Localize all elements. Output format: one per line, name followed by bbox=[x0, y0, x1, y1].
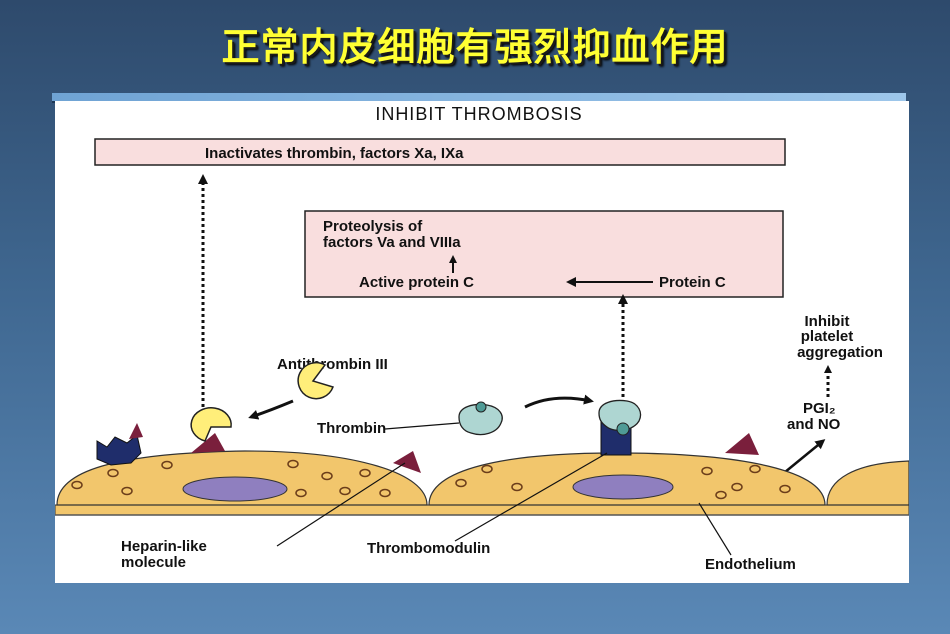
nucleus-left bbox=[182, 476, 288, 502]
thrombin-pointer bbox=[384, 422, 460, 430]
cell-granules bbox=[71, 459, 791, 500]
protein-c-box bbox=[304, 210, 784, 298]
arrow-thrombin-binding bbox=[524, 394, 594, 409]
proteolysis-line1: Proteolysis of bbox=[323, 218, 423, 235]
arrow-antithrombin-binding bbox=[248, 399, 294, 420]
thrombomodulin-label: Thrombomodulin bbox=[367, 540, 490, 557]
heparin-like-molecule-shape bbox=[96, 434, 142, 466]
inactivates-text: Inactivates thrombin, factors Xa, IXa bbox=[205, 145, 464, 162]
pgi2-label: PGI₂ bbox=[803, 400, 836, 417]
thrombin-label: Thrombin bbox=[317, 420, 386, 437]
inhibit-line2: platelet bbox=[801, 328, 854, 345]
thrombin-bound-shape bbox=[598, 399, 642, 432]
inactivates-box bbox=[94, 138, 786, 166]
endothelium-pointer bbox=[698, 502, 732, 556]
thrombosis-diagram: INHIBIT THROMBOSIS Inactivates thrombin,… bbox=[55, 104, 909, 573]
antithrombin-bound-shape bbox=[190, 407, 232, 442]
slide-title: 正常内皮细胞有强烈抑血作用 bbox=[221, 25, 729, 69]
diagram-panel: INHIBIT THROMBOSIS Inactivates thrombin,… bbox=[55, 101, 909, 583]
membrane-spikes bbox=[191, 433, 759, 473]
antithrombin-free-shape bbox=[297, 361, 334, 400]
heparin-label-line1: Heparin-like bbox=[121, 538, 207, 555]
endothelium-label: Endothelium bbox=[705, 556, 796, 573]
and-no-label: and NO bbox=[787, 416, 841, 433]
active-protein-c-label: Active protein C bbox=[359, 274, 474, 291]
inhibit-line1: Inhibit bbox=[805, 313, 850, 330]
heparin-pointer bbox=[276, 462, 406, 547]
protein-c-label: Protein C bbox=[659, 274, 726, 291]
heparin-spike bbox=[129, 423, 143, 439]
nucleus-right bbox=[572, 474, 674, 500]
inhibit-line3: aggregation bbox=[797, 344, 883, 361]
endothelium-cells bbox=[55, 450, 909, 516]
thrombin-bound-site bbox=[616, 422, 630, 436]
proteolysis-line2: factors Va and VIIIa bbox=[323, 234, 461, 251]
heparin-label-line2: molecule bbox=[121, 554, 186, 571]
thrombin-free-shape bbox=[458, 401, 503, 436]
diagram-header: INHIBIT THROMBOSIS bbox=[375, 104, 582, 124]
thrombomodulin-pointer bbox=[454, 452, 608, 542]
antithrombin-label: Antithrombin III bbox=[277, 356, 388, 373]
